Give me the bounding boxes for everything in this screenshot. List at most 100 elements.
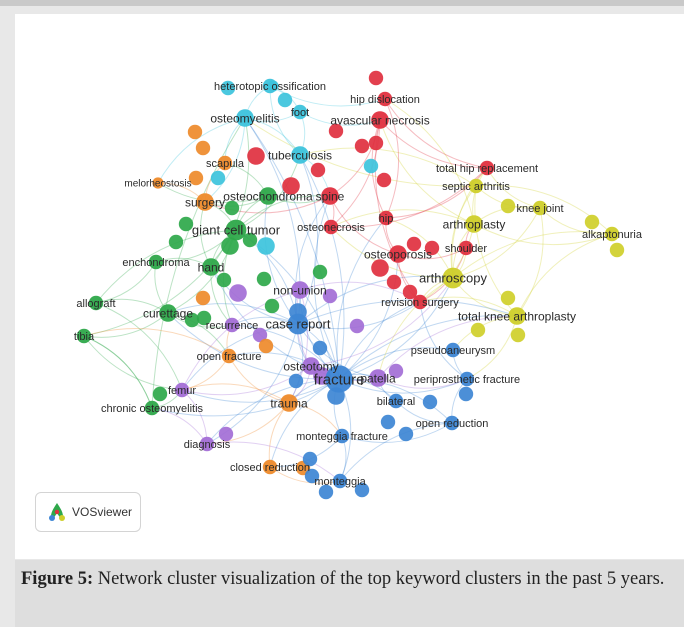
keyword-node-unlabeled[interactable] — [220, 80, 236, 96]
keyword-node-unlabeled[interactable] — [510, 327, 526, 343]
keyword-node-recurrence[interactable] — [224, 317, 240, 333]
keyword-node-unlabeled[interactable] — [376, 172, 392, 188]
keyword-node-heterotopic-ossification[interactable] — [262, 78, 278, 94]
keyword-node-tibia[interactable] — [76, 328, 92, 344]
keyword-node-giant-cell-tumor[interactable] — [225, 219, 247, 241]
keyword-node-shoulder[interactable] — [458, 240, 474, 256]
keyword-node-allograft[interactable] — [88, 295, 104, 311]
keyword-node-osteomyelitis[interactable] — [236, 109, 254, 127]
keyword-node-unlabeled[interactable] — [368, 135, 384, 151]
keyword-node-unlabeled[interactable] — [388, 363, 404, 379]
keyword-node-unlabeled[interactable] — [584, 214, 600, 230]
keyword-node-unlabeled[interactable] — [195, 290, 211, 306]
keyword-node-unlabeled[interactable] — [277, 92, 293, 108]
keyword-node-curettage[interactable] — [159, 304, 177, 322]
keyword-node-unlabeled[interactable] — [264, 298, 280, 314]
keyword-node-monteggia-fracture[interactable] — [334, 428, 350, 444]
keyword-node-trauma[interactable] — [280, 394, 298, 412]
keyword-node-unlabeled[interactable] — [380, 414, 396, 430]
keyword-node-osteonecrosis[interactable] — [323, 219, 339, 235]
keyword-node-unlabeled[interactable] — [247, 147, 265, 165]
keyword-node-unlabeled[interactable] — [210, 170, 226, 186]
keyword-node-unlabeled[interactable] — [258, 338, 274, 354]
keyword-node-osteoporosis[interactable] — [389, 245, 407, 263]
keyword-node-unlabeled[interactable] — [322, 288, 338, 304]
keyword-node-total-hip-replacement[interactable] — [479, 160, 495, 176]
keyword-node-unlabeled[interactable] — [152, 386, 168, 402]
keyword-node-unlabeled[interactable] — [424, 240, 440, 256]
keyword-node-hip[interactable] — [378, 210, 394, 226]
keyword-node-scapula[interactable] — [217, 155, 233, 171]
keyword-node-unlabeled[interactable] — [500, 290, 516, 306]
keyword-node-unlabeled[interactable] — [402, 284, 418, 300]
keyword-node-unlabeled[interactable] — [371, 259, 389, 277]
keyword-node-unlabeled[interactable] — [312, 264, 328, 280]
keyword-node-arthroplasty[interactable] — [465, 215, 483, 233]
keyword-node-unlabeled[interactable] — [168, 234, 184, 250]
keyword-node-unlabeled[interactable] — [257, 237, 275, 255]
keyword-node-femur[interactable] — [174, 382, 190, 398]
keyword-node-unlabeled[interactable] — [187, 124, 203, 140]
keyword-node-unlabeled[interactable] — [224, 200, 240, 216]
keyword-node-unlabeled[interactable] — [349, 318, 365, 334]
keyword-node-unlabeled[interactable] — [363, 158, 379, 174]
keyword-node-unlabeled[interactable] — [184, 312, 200, 328]
keyword-node-unlabeled[interactable] — [178, 216, 194, 232]
keyword-node-avascular-necrosis[interactable] — [371, 111, 389, 129]
keyword-node-arthroscopy[interactable] — [442, 267, 464, 289]
keyword-node-unlabeled[interactable] — [386, 274, 402, 290]
keyword-node-unlabeled[interactable] — [406, 236, 422, 252]
keyword-node-closed-reduction[interactable] — [262, 459, 278, 475]
keyword-node-alkaptonuria[interactable] — [604, 226, 620, 242]
keyword-node-unlabeled[interactable] — [354, 482, 370, 498]
keyword-node-surgery[interactable] — [196, 193, 214, 211]
keyword-node-unlabeled[interactable] — [221, 237, 239, 255]
keyword-node-unlabeled[interactable] — [216, 272, 232, 288]
keyword-node-unlabeled[interactable] — [354, 138, 370, 154]
keyword-node-unlabeled[interactable] — [196, 310, 212, 326]
keyword-node-revision-surgery[interactable] — [412, 294, 428, 310]
keyword-node-unlabeled[interactable] — [398, 426, 414, 442]
keyword-node-unlabeled[interactable] — [288, 373, 304, 389]
keyword-node-monteggia[interactable] — [332, 473, 348, 489]
keyword-node-unlabeled[interactable] — [302, 451, 318, 467]
keyword-node-unlabeled[interactable] — [256, 271, 272, 287]
keyword-node-periprosthetic-fracture[interactable] — [459, 371, 475, 387]
keyword-node-open-reduction[interactable] — [444, 415, 460, 431]
keyword-node-unlabeled[interactable] — [242, 232, 258, 248]
keyword-node-enchondroma[interactable] — [148, 254, 164, 270]
keyword-node-melorheostosis[interactable] — [152, 177, 164, 189]
keyword-node-unlabeled[interactable] — [188, 170, 204, 186]
keyword-node-unlabeled[interactable] — [229, 284, 247, 302]
keyword-node-knee-joint[interactable] — [532, 200, 548, 216]
keyword-node-unlabeled[interactable] — [422, 394, 438, 410]
keyword-node-unlabeled[interactable] — [500, 198, 516, 214]
keyword-node-unlabeled[interactable] — [310, 162, 326, 178]
keyword-node-hip-dislocation[interactable] — [377, 91, 393, 107]
keyword-node-fracture[interactable] — [325, 365, 353, 393]
keyword-node-septic-arthritis[interactable] — [468, 178, 484, 194]
keyword-node-unlabeled[interactable] — [458, 386, 474, 402]
keyword-node-unlabeled[interactable] — [218, 426, 234, 442]
keyword-node-spine[interactable] — [321, 187, 339, 205]
keyword-node-unlabeled[interactable] — [609, 242, 625, 258]
keyword-node-chronic-osteomyelitis[interactable] — [144, 400, 160, 416]
keyword-node-unlabeled[interactable] — [304, 468, 320, 484]
keyword-node-non-union[interactable] — [291, 281, 309, 299]
keyword-node-unlabeled[interactable] — [328, 123, 344, 139]
keyword-node-unlabeled[interactable] — [368, 70, 384, 86]
keyword-node-open-fracture[interactable] — [221, 348, 237, 364]
keyword-node-diagnosis[interactable] — [199, 436, 215, 452]
keyword-node-case-report[interactable] — [287, 313, 309, 335]
keyword-node-osteotomy[interactable] — [302, 357, 320, 375]
keyword-node-total-knee-arthroplasty[interactable] — [508, 307, 526, 325]
keyword-node-unlabeled[interactable] — [318, 484, 334, 500]
keyword-node-unlabeled[interactable] — [312, 340, 328, 356]
keyword-node-unlabeled[interactable] — [282, 177, 300, 195]
keyword-node-osteochondroma[interactable] — [259, 187, 277, 205]
keyword-node-patella[interactable] — [369, 369, 387, 387]
keyword-node-foot[interactable] — [292, 104, 308, 120]
keyword-node-unlabeled[interactable] — [470, 322, 486, 338]
keyword-node-unlabeled[interactable] — [195, 140, 211, 156]
keyword-node-bilateral[interactable] — [388, 393, 404, 409]
